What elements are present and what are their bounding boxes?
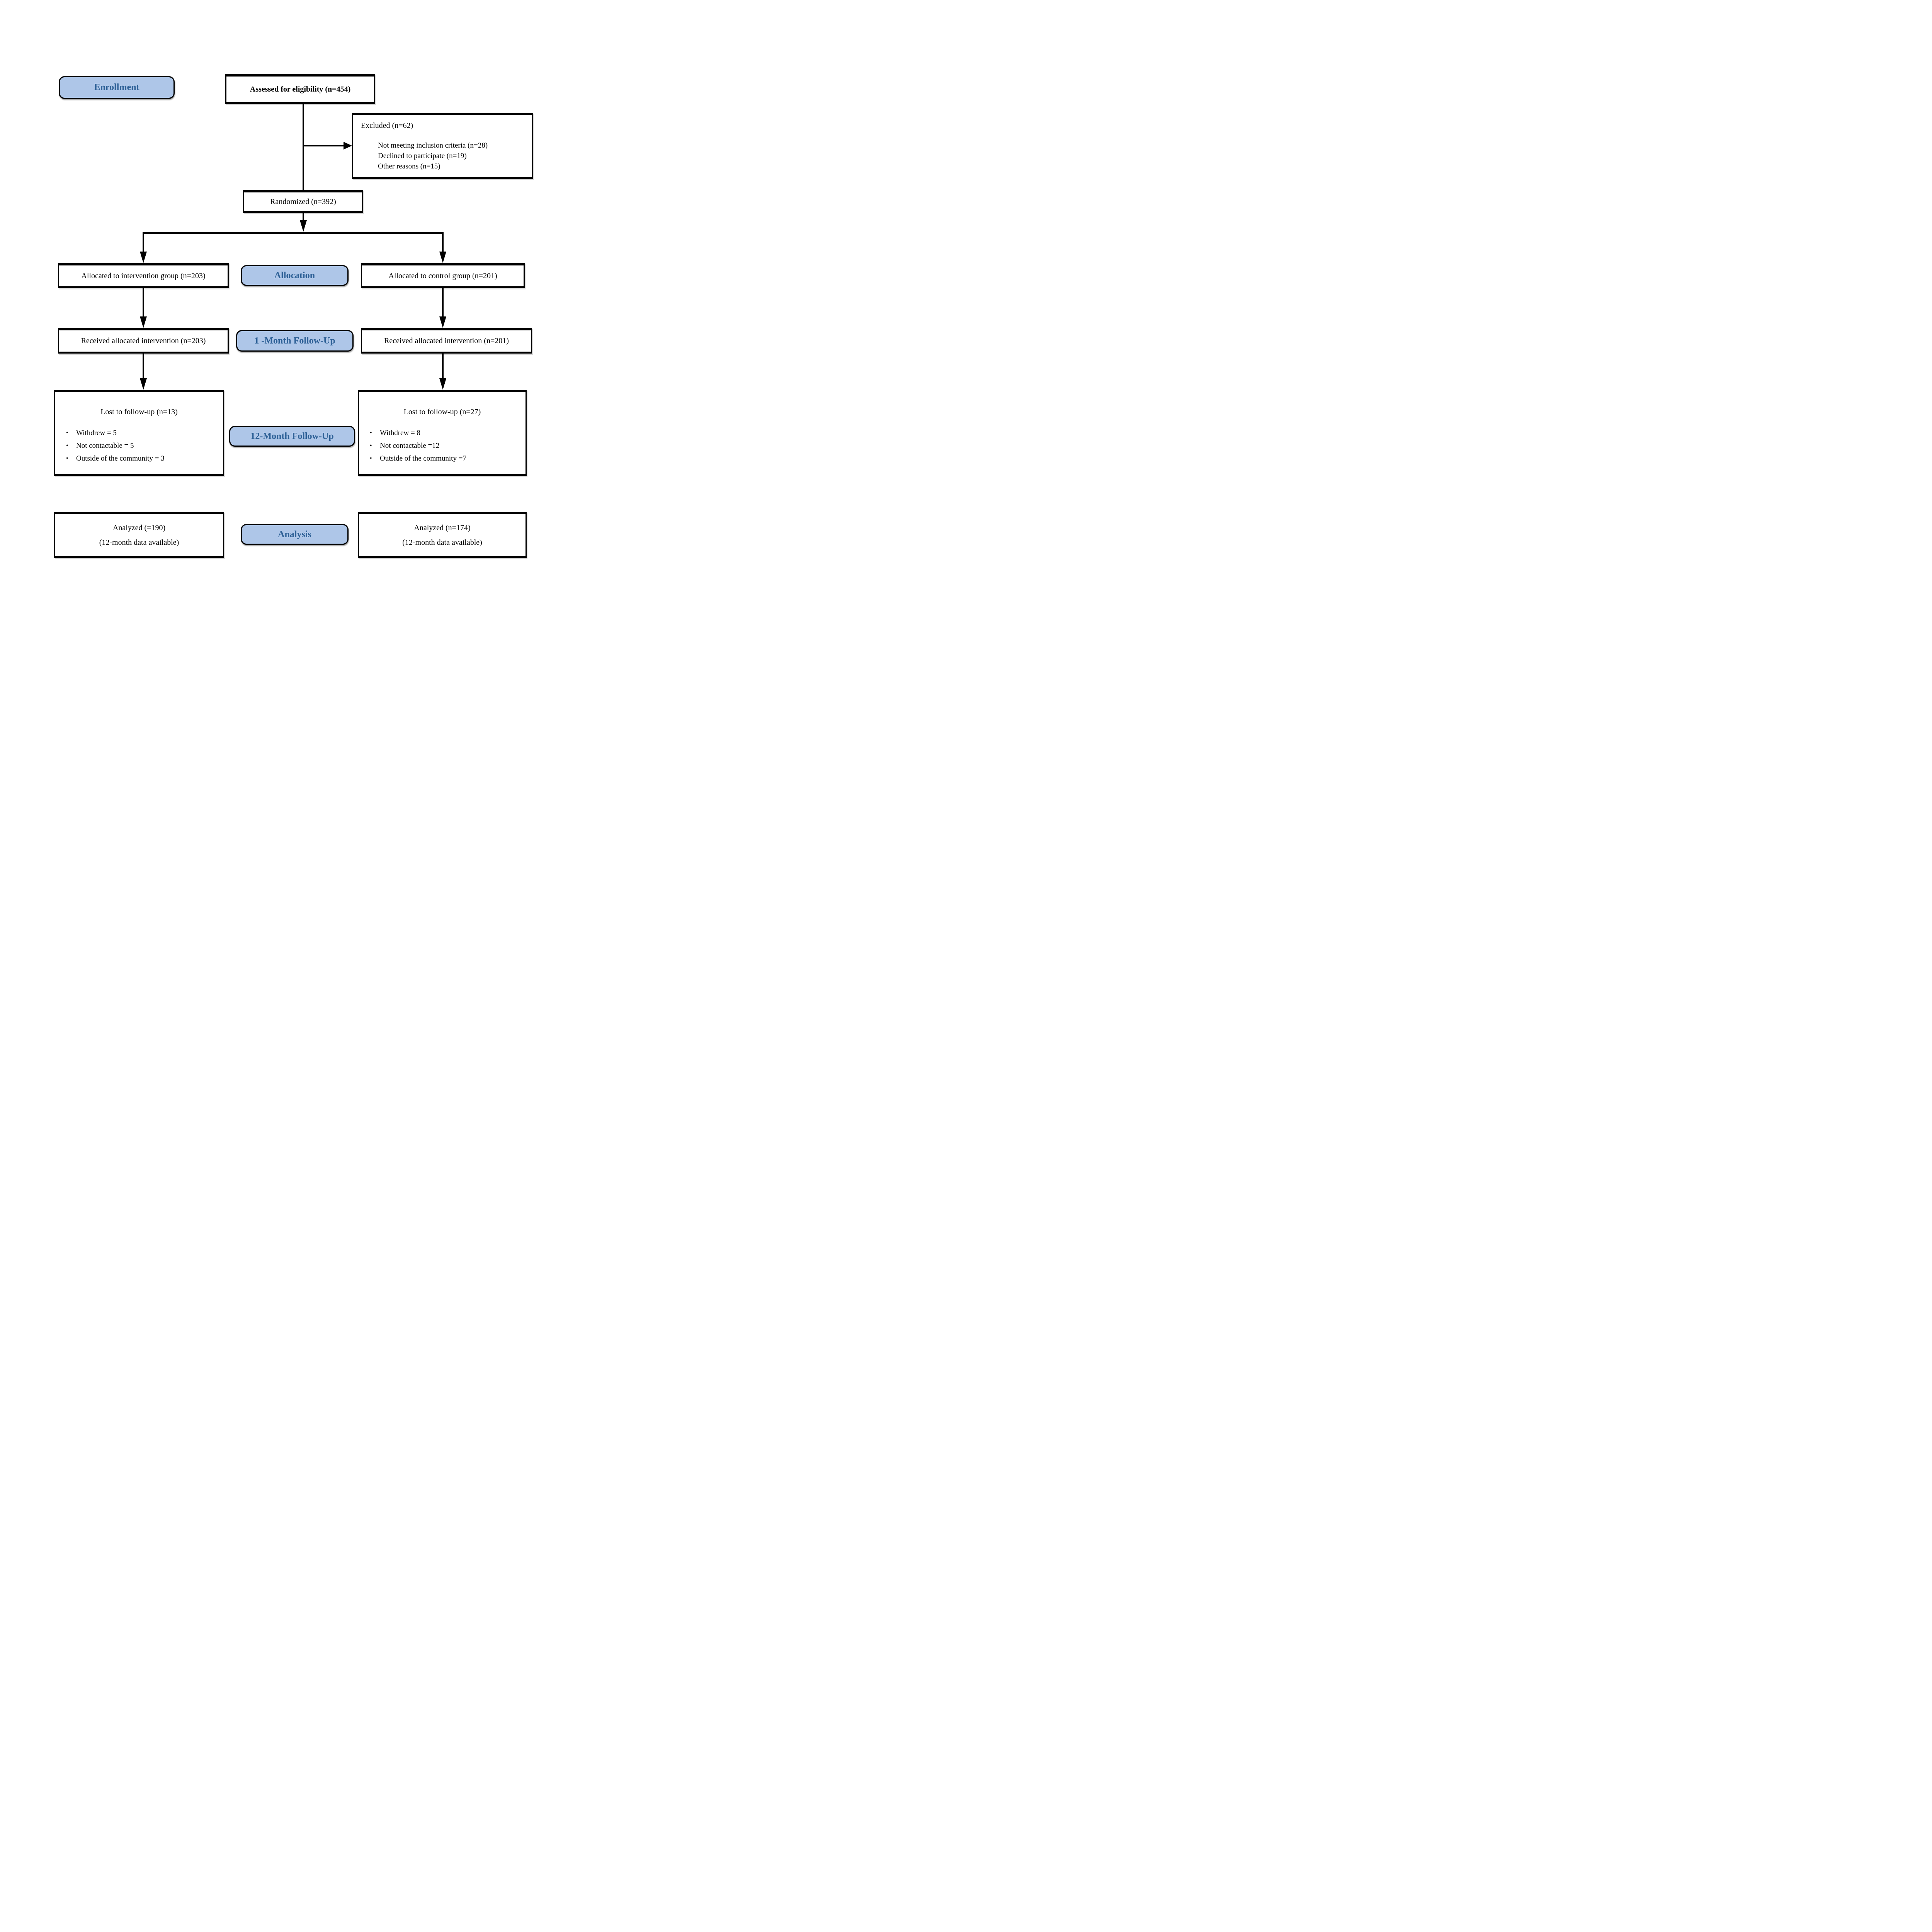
excluded-title: Excluded (n=62) xyxy=(361,121,413,130)
consort-flow-diagram: Enrollment Assessed for eligibility (n=4… xyxy=(0,0,580,635)
lost-control-reason-list: Withdrew = 8 Not contactable =12 Outside… xyxy=(365,427,519,465)
arrow-down-icon xyxy=(140,316,147,328)
allocated-control-box: Allocated to control group (n=201) xyxy=(361,263,525,288)
connector-received-lost-right xyxy=(442,354,444,378)
connector-assessed-to-randomized xyxy=(303,104,304,190)
connector-to-excluded xyxy=(303,145,344,146)
allocated-intervention-text: Allocated to intervention group (n=203) xyxy=(81,271,206,280)
analyzed-control-line2: (12-month data available) xyxy=(402,538,482,547)
received-intervention-text: Received allocated intervention (n=203) xyxy=(81,337,206,345)
arrow-down-icon xyxy=(140,252,147,263)
lost-control-box: Lost to follow-up (n=27) Withdrew = 8 No… xyxy=(358,390,527,476)
analysis-stage-label: Analysis xyxy=(241,524,349,545)
analysis-stage-text: Analysis xyxy=(278,529,311,539)
analyzed-intervention-line2: (12-month data available) xyxy=(99,538,179,547)
connector-allocated-received-left xyxy=(143,288,144,316)
connector-randomized-stem xyxy=(303,213,304,221)
lost-control-title: Lost to follow-up (n=27) xyxy=(403,408,481,416)
lost-intervention-box: Lost to follow-up (n=13) Withdrew = 5 No… xyxy=(54,390,224,476)
analyzed-intervention-box: Analyzed (=190) (12-month data available… xyxy=(54,512,224,558)
lost-intervention-reason-list: Withdrew = 5 Not contactable = 5 Outside… xyxy=(61,427,217,465)
connector-split-bar xyxy=(143,232,444,234)
allocated-intervention-box: Allocated to intervention group (n=203) xyxy=(58,263,229,288)
connector-split-right xyxy=(442,234,444,252)
lost-reason: Not contactable = 5 xyxy=(61,439,217,452)
assessed-text: Assessed for eligibility (n=454) xyxy=(250,85,351,94)
allocation-stage-text: Allocation xyxy=(274,270,315,281)
arrow-down-icon xyxy=(439,378,446,390)
arrow-down-icon xyxy=(140,378,147,390)
assessed-box: Assessed for eligibility (n=454) xyxy=(225,74,375,104)
arrow-down-icon xyxy=(439,252,446,263)
month1-stage-text: 1 -Month Follow-Up xyxy=(254,335,335,346)
enrollment-stage-label: Enrollment xyxy=(59,76,175,99)
analyzed-control-line1: Analyzed (n=174) xyxy=(414,523,471,532)
enrollment-stage-text: Enrollment xyxy=(94,82,139,92)
analyzed-control-box: Analyzed (n=174) (12-month data availabl… xyxy=(358,512,527,558)
lost-intervention-title: Lost to follow-up (n=13) xyxy=(100,408,178,416)
month12-stage-text: 12-Month Follow-Up xyxy=(250,431,334,441)
connector-received-lost-left xyxy=(143,354,144,378)
lost-reason: Outside of the community = 3 xyxy=(61,452,217,465)
excluded-reason: Other reasons (n=15) xyxy=(378,162,440,170)
month12-stage-label: 12-Month Follow-Up xyxy=(229,426,355,447)
randomized-box: Randomized (n=392) xyxy=(243,190,363,213)
connector-allocated-received-right xyxy=(442,288,444,316)
arrow-down-icon xyxy=(439,316,446,328)
lost-reason: Outside of the community =7 xyxy=(365,452,519,465)
excluded-reason: Not meeting inclusion criteria (n=28) xyxy=(378,141,488,150)
allocation-stage-label: Allocation xyxy=(241,265,349,286)
lost-reason: Not contactable =12 xyxy=(365,439,519,452)
arrow-down-icon xyxy=(300,220,307,232)
lost-reason: Withdrew = 8 xyxy=(365,427,519,439)
connector-split-left xyxy=(143,234,144,252)
received-intervention-box: Received allocated intervention (n=203) xyxy=(58,328,229,354)
excluded-reason: Declined to participate (n=19) xyxy=(378,152,467,160)
randomized-text: Randomized (n=392) xyxy=(270,197,336,206)
analyzed-intervention-line1: Analyzed (=190) xyxy=(112,523,166,532)
allocated-control-text: Allocated to control group (n=201) xyxy=(388,271,497,280)
month1-stage-label: 1 -Month Follow-Up xyxy=(236,330,354,352)
arrow-right-icon xyxy=(344,142,352,150)
received-control-box: Received allocated intervention (n=201) xyxy=(361,328,532,354)
received-control-text: Received allocated intervention (n=201) xyxy=(384,337,509,345)
excluded-reason-list: Not meeting inclusion criteria (n=28) De… xyxy=(359,140,526,172)
excluded-box: Excluded (n=62) Not meeting inclusion cr… xyxy=(352,113,533,179)
lost-reason: Withdrew = 5 xyxy=(61,427,217,439)
